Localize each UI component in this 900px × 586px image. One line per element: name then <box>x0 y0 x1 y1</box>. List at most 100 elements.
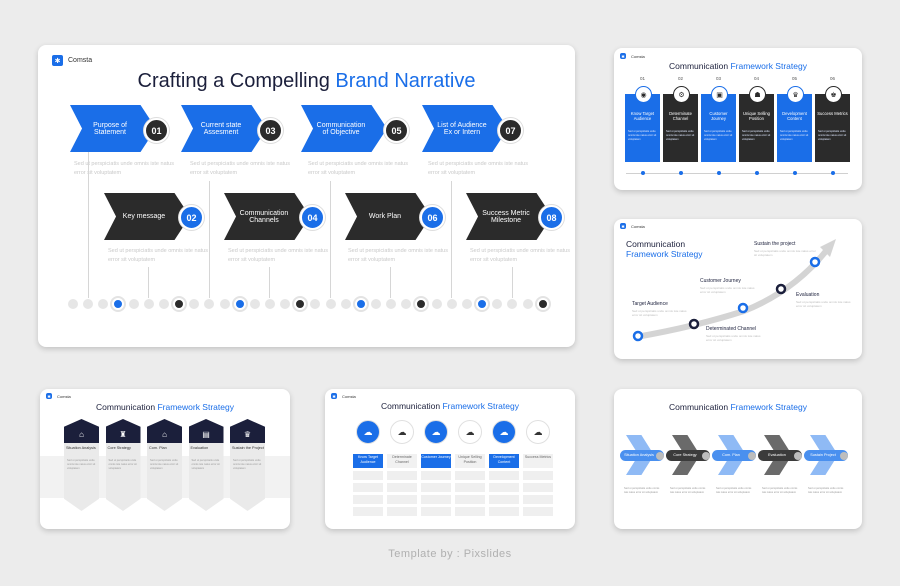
table-header-label: Development Content <box>493 455 515 464</box>
strategy-column[interactable] <box>815 94 850 162</box>
hexagon-card[interactable] <box>64 443 99 511</box>
timeline-dot <box>461 299 472 309</box>
arrow-flow-slide[interactable]: Communication Framework Strategy Situati… <box>614 389 862 529</box>
column-label: Customer Journey <box>709 111 728 121</box>
hexagon-icon-block[interactable]: ♜ <box>105 419 141 445</box>
timeline-dot <box>143 299 154 309</box>
flow-description: Sed ut perspiciatis unde omnis iste natu… <box>716 487 752 494</box>
strategy-column[interactable] <box>663 94 698 162</box>
step-chevron-03[interactable]: Current state Assesment <box>181 105 267 152</box>
hexagon-description: Sed ut perspiciatis unde omnis iste natu… <box>150 459 179 470</box>
hexagon-label: Sustain the Project <box>232 446 264 450</box>
timeline-dot <box>679 171 683 175</box>
flow-pill[interactable] <box>666 450 710 461</box>
hexagon-slide[interactable]: ✱ Comsta Communication Framework Strateg… <box>40 389 290 529</box>
table-cell <box>455 483 485 492</box>
brand-name: Comsta <box>57 393 71 399</box>
hexagon-description: Sed ut perspiciatis unde omnis iste natu… <box>67 459 96 470</box>
flow-pill[interactable] <box>804 450 848 461</box>
step-description: Sed ut perspiciatis unde omnis iste natu… <box>428 161 528 176</box>
cloud-icon[interactable]: ☁ <box>390 420 414 444</box>
timeline-dot <box>158 299 169 309</box>
step-chevron-04[interactable]: Communication Channels <box>224 193 310 240</box>
table-header-cell <box>455 454 485 468</box>
table-cell <box>387 507 417 516</box>
step-chevron-07[interactable]: List of Audience Ex or Intern <box>422 105 508 152</box>
timeline-dot <box>128 299 139 309</box>
cloud-icon[interactable]: ☁ <box>492 420 516 444</box>
strategy-column[interactable] <box>625 94 660 162</box>
table-cell <box>353 483 383 492</box>
strategy-column[interactable] <box>777 94 812 162</box>
step-description: Sed ut perspiciatis unde omnis iste natu… <box>470 248 570 263</box>
growth-arrow <box>632 239 836 342</box>
hexagon-card[interactable] <box>230 443 265 511</box>
step-chevron-01[interactable]: Purpose of Statement <box>70 105 156 152</box>
timeline-dot <box>219 299 230 309</box>
cloud-icon[interactable]: ☁ <box>424 420 448 444</box>
table-cell <box>387 483 417 492</box>
timeline-dot <box>431 299 442 309</box>
growth-path-slide[interactable]: ✱ Comsta Communication Framework Strateg… <box>614 219 862 359</box>
label-determinated: Determinated Channel <box>706 326 757 332</box>
brand-name: Comsta <box>631 53 645 59</box>
table-header-cell <box>523 454 553 468</box>
timeline-dot <box>755 171 759 175</box>
step-label: Work Plan <box>368 213 402 220</box>
step-chevron-02[interactable]: Key message <box>104 193 190 240</box>
flow-end-dot <box>702 451 710 460</box>
hexagon-icon-block[interactable]: ♛ <box>230 419 265 445</box>
step-label: Current state Assesment <box>200 121 242 136</box>
path-point-determinated <box>688 318 700 330</box>
slide-title: Communication Framework Strategy <box>626 239 703 259</box>
strategy-column[interactable] <box>701 94 736 162</box>
hexagon-card[interactable] <box>105 443 141 511</box>
label-target: Target Audience <box>632 301 668 307</box>
step-chevron-06[interactable]: Work Plan <box>345 193 431 240</box>
hexagon-icon-block[interactable]: ▤ <box>188 419 224 445</box>
connector-line <box>209 181 210 298</box>
table-cell <box>421 507 451 516</box>
logo-icon: ✱ <box>331 393 337 399</box>
icon-table-slide[interactable]: ✱ Comsta Communication Framework Strateg… <box>325 389 575 529</box>
step-number-08: 08 <box>539 205 564 230</box>
column-icon: ⚙ <box>673 86 690 103</box>
brand-logo: ✱ Comsta <box>620 223 645 229</box>
hexagon-card[interactable] <box>147 443 182 511</box>
hexagon-description: Sed ut perspiciatis unde omnis iste natu… <box>191 459 220 470</box>
label-journey: Customer Journey <box>700 278 741 284</box>
column-icon: ♚ <box>825 86 842 103</box>
timeline-dot <box>831 171 835 175</box>
path-point-target <box>632 330 644 342</box>
framework-columns-slide[interactable]: ✱ Comsta Communication Framework Strateg… <box>614 48 862 190</box>
connector-line <box>512 267 513 298</box>
step-number-06: 06 <box>420 205 445 230</box>
strategy-column[interactable] <box>739 94 774 162</box>
timeline-dot <box>415 298 428 310</box>
connector-line <box>330 181 331 298</box>
table-header-cell <box>489 454 519 468</box>
table-header-label: Know Target Audience <box>358 455 378 464</box>
flow-description: Sed ut perspiciatis unde omnis iste natu… <box>670 487 706 494</box>
timeline-dot <box>446 299 457 309</box>
cloud-icon[interactable]: ☁ <box>356 420 380 444</box>
table-header-cell <box>421 454 451 468</box>
timeline-dot <box>112 298 125 310</box>
flow-pill[interactable] <box>758 450 802 461</box>
step-chevron-05[interactable]: Communication of Objective <box>301 105 387 152</box>
brand-name: Comsta <box>342 393 356 399</box>
hexagon-card[interactable] <box>188 443 224 511</box>
flow-end-dot <box>748 451 756 460</box>
main-slide[interactable]: ✱ Comsta Crafting a Compelling Brand Nar… <box>38 45 575 347</box>
label-description: Sed ut perspiciatis unde omnis iste natu… <box>796 300 851 308</box>
step-chevron-08[interactable]: Success Metric Milestone <box>466 193 552 240</box>
slide-title: Communication Framework Strategy <box>96 402 234 412</box>
flow-pill[interactable] <box>712 450 756 461</box>
cloud-icon[interactable]: ☁ <box>458 420 482 444</box>
step-number-01: 01 <box>144 118 169 143</box>
hexagon-icon-block[interactable]: ⌂ <box>147 419 182 445</box>
flow-pill[interactable] <box>620 450 664 461</box>
cloud-icon[interactable]: ☁ <box>526 420 550 444</box>
hexagon-icon-block[interactable]: ⌂ <box>64 419 99 445</box>
timeline-dot <box>325 299 336 309</box>
